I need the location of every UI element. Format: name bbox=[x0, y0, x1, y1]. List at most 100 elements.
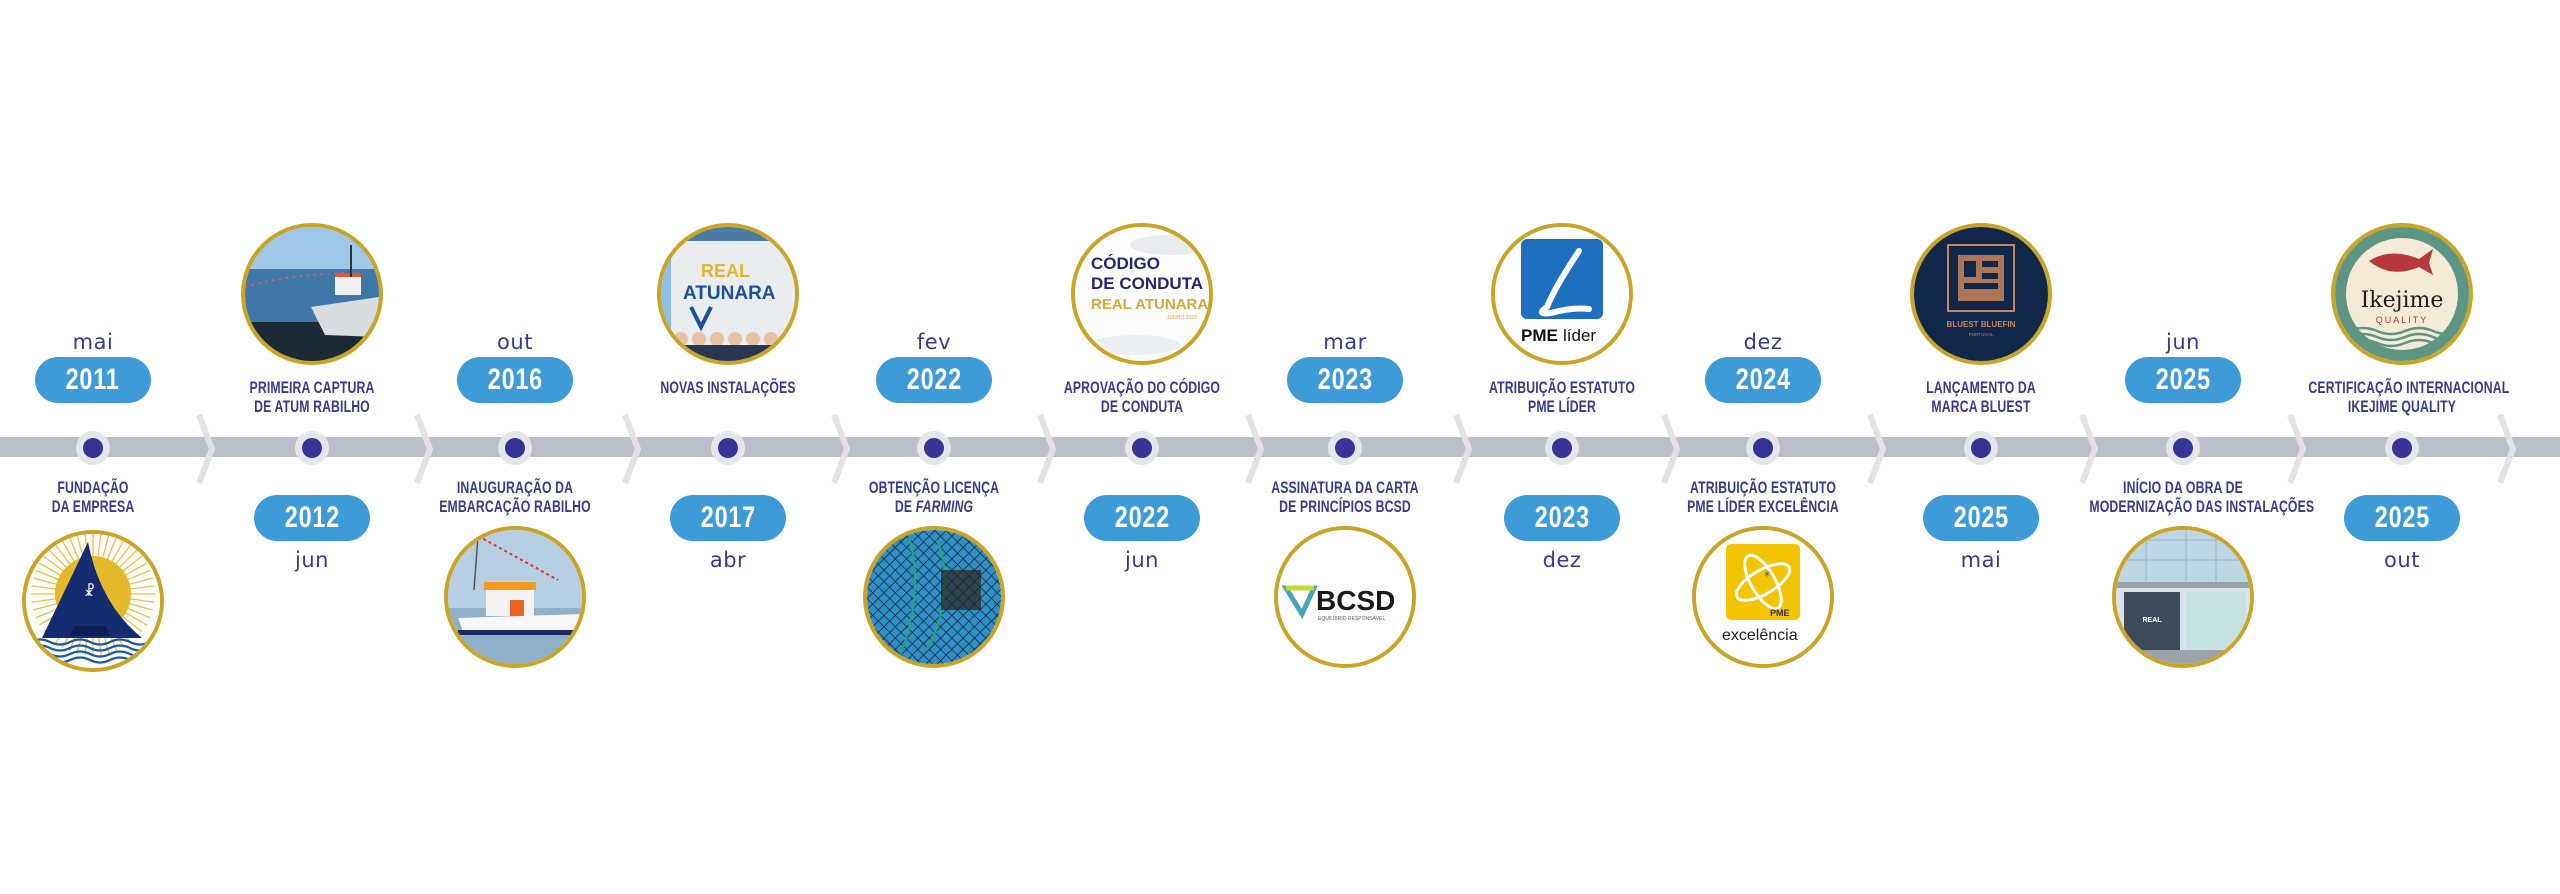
event-month: mai bbox=[1960, 548, 2002, 572]
timeline-node bbox=[1328, 431, 1362, 465]
timeline-node-dot bbox=[505, 438, 525, 458]
event-year-badge: 2025 bbox=[2125, 357, 2241, 403]
event-caption-line: DE FARMING bbox=[894, 497, 974, 516]
event-year-badge: 2012 bbox=[254, 495, 370, 541]
chevron-right-icon bbox=[2497, 413, 2519, 485]
timeline-node bbox=[1964, 431, 1998, 465]
svg-text:ATUNARA: ATUNARA bbox=[683, 283, 776, 304]
timeline-node bbox=[2166, 431, 2200, 465]
event-caption-line: PME LÍDER bbox=[1528, 397, 1596, 416]
event-year-badge: 2022 bbox=[876, 357, 992, 403]
timeline-node bbox=[498, 431, 532, 465]
svg-text:EQUILÍBRIO RESPONSÁVEL: EQUILÍBRIO RESPONSÁVEL bbox=[1318, 615, 1385, 622]
chevron-right-icon bbox=[831, 413, 853, 485]
event-caption-line: ATRIBUIÇÃO ESTATUTO bbox=[1488, 378, 1635, 397]
svg-text:Ikejime: Ikejime bbox=[2361, 288, 2444, 313]
svg-text:DE CONDUTA: DE CONDUTA bbox=[1091, 274, 1203, 293]
event-caption-line: ASSINATURA DA CARTA bbox=[1271, 478, 1419, 497]
svg-text:JUNHO 2022: JUNHO 2022 bbox=[1167, 315, 1197, 321]
event-year: 2023 bbox=[1534, 501, 1590, 534]
chevron-right-icon bbox=[414, 413, 436, 485]
bluest-logo: BLUEST BLUEFIN PORTUGAL bbox=[1910, 223, 2052, 365]
pme-lider-logo: PME líder bbox=[1491, 223, 1633, 365]
svg-text:BLUEST BLUEFIN: BLUEST BLUEFIN bbox=[1947, 320, 2016, 329]
event-caption-line: PME LÍDER EXCELÊNCIA bbox=[1687, 497, 1839, 516]
timeline-node-dot bbox=[1335, 438, 1355, 458]
svg-text:REAL ATUNARA: REAL ATUNARA bbox=[1091, 296, 1208, 313]
event-caption-line: DE CONDUTA bbox=[1100, 397, 1184, 416]
event-year: 2022 bbox=[1114, 501, 1170, 534]
event-year-badge: 2024 bbox=[1705, 357, 1821, 403]
event-year: 2024 bbox=[1735, 363, 1791, 396]
event-month: out bbox=[497, 330, 533, 354]
event-year-badge: 2022 bbox=[1084, 495, 1200, 541]
timeline-node-dot bbox=[1132, 438, 1152, 458]
fishing-boat-photo bbox=[241, 223, 383, 365]
event-month: dez bbox=[1743, 330, 1783, 354]
chevron-right-icon bbox=[1453, 413, 1475, 485]
event-caption-line: MARCA BLUEST bbox=[1931, 397, 2031, 416]
event-caption-line: MODERNIZAÇÃO DAS INSTALAÇÕES bbox=[2089, 497, 2315, 516]
event-caption-line: PRIMEIRA CAPTURA bbox=[249, 378, 375, 397]
event-month: mar bbox=[1323, 330, 1367, 354]
svg-text:CÓDIGO: CÓDIGO bbox=[1091, 254, 1160, 273]
event-month: jun bbox=[1125, 548, 1159, 572]
svg-text:líder: líder bbox=[1563, 326, 1596, 345]
event-caption-line: IKEJIME QUALITY bbox=[2347, 397, 2457, 416]
event-caption-line: OBTENÇÃO LICENÇA bbox=[868, 478, 1000, 497]
event-caption-line: INAUGURAÇÃO DA bbox=[456, 478, 574, 497]
timeline-node-dot bbox=[1552, 438, 1572, 458]
svg-text:BCSD: BCSD bbox=[1316, 585, 1395, 616]
event-caption-line: CERTIFICAÇÃO INTERNACIONAL bbox=[2308, 378, 2510, 397]
event-year-badge: 2025 bbox=[2344, 495, 2460, 541]
chevron-right-icon bbox=[2079, 413, 2101, 485]
chevron-right-icon bbox=[1245, 413, 1267, 485]
chevron-right-icon bbox=[1661, 413, 1683, 485]
event-caption-line: APROVAÇÃO DO CÓDIGO bbox=[1063, 378, 1221, 397]
timeline-node-dot bbox=[2392, 438, 2412, 458]
svg-text:☧: ☧ bbox=[84, 583, 95, 600]
event-caption-line: EMBARCAÇÃO RABILHO bbox=[439, 497, 591, 516]
timeline-node bbox=[1545, 431, 1579, 465]
event-year-badge: 2011 bbox=[35, 357, 151, 403]
event-caption-line: NOVAS INSTALAÇÕES bbox=[660, 378, 796, 397]
event-caption: NOVAS INSTALAÇÕES bbox=[598, 378, 858, 397]
event-year: 2025 bbox=[2155, 363, 2211, 396]
event-caption-line: DA EMPRESA bbox=[51, 497, 135, 516]
event-caption-line: DE ATUM RABILHO bbox=[254, 397, 370, 416]
chevron-right-icon bbox=[622, 413, 644, 485]
timeline-node-dot bbox=[718, 438, 738, 458]
event-year-badge: 2016 bbox=[457, 357, 573, 403]
event-caption-italic: FARMING bbox=[915, 497, 974, 516]
event-caption-line: DE PRINCÍPIOS BCSD bbox=[1279, 497, 1411, 516]
event-year: 2025 bbox=[1953, 501, 2009, 534]
event-year-badge: 2017 bbox=[670, 495, 786, 541]
bcsd-logo: BCSD EQUILÍBRIO RESPONSÁVEL bbox=[1274, 526, 1416, 668]
event-month: jun bbox=[2166, 330, 2200, 354]
timeline-node-dot bbox=[302, 438, 322, 458]
pme-excelencia-logo: * PME excelência bbox=[1692, 526, 1834, 668]
event-year: 2022 bbox=[906, 363, 962, 396]
event-year: 2011 bbox=[66, 363, 120, 396]
event-caption-line: FUNDAÇÃO bbox=[57, 478, 129, 497]
timeline-node-dot bbox=[924, 438, 944, 458]
timeline-node bbox=[76, 431, 110, 465]
timeline-node-dot bbox=[83, 438, 103, 458]
boat-inauguration-photo bbox=[444, 526, 586, 668]
svg-text:REAL: REAL bbox=[2142, 617, 2162, 624]
svg-text:QUALITY: QUALITY bbox=[2376, 315, 2429, 325]
event-year: 2012 bbox=[284, 501, 340, 534]
ikejime-quality-badge: Ikejime QUALITY bbox=[2331, 223, 2473, 365]
event-caption-line: ATRIBUIÇÃO ESTATUTO bbox=[1689, 478, 1836, 497]
real-atunara-building-photo: REAL ATUNARA bbox=[657, 223, 799, 365]
